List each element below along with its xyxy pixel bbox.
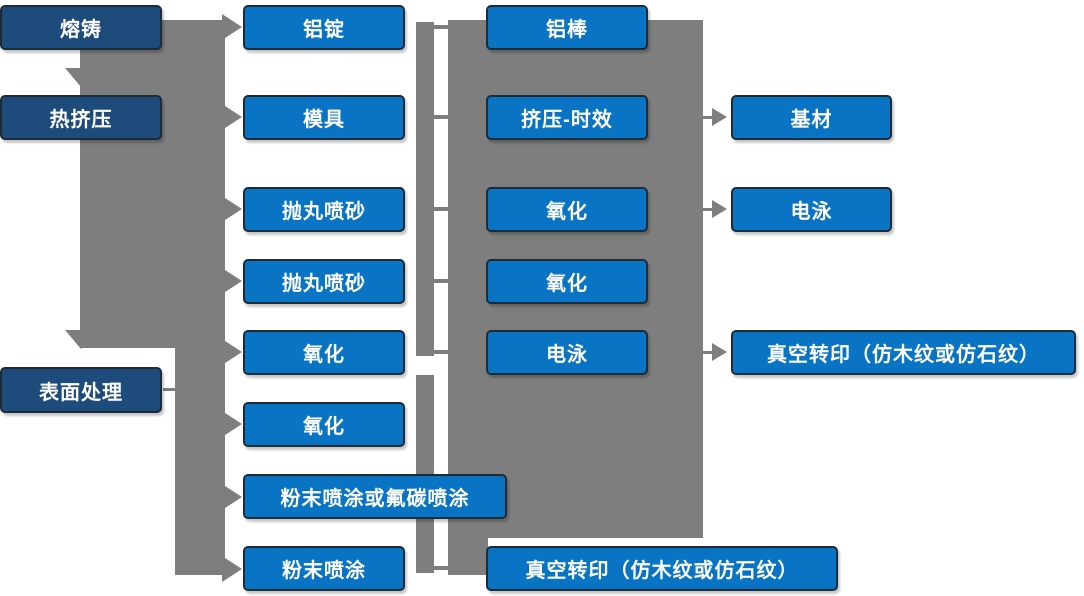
node-aluminum-ingot: 铝锭: [243, 5, 405, 50]
node-vacuum-transfer-print-1: 真空转印（仿木纹或仿石纹）: [486, 546, 838, 591]
tick-row5: [434, 350, 448, 354]
node-extrusion-aging: 挤压-时效: [486, 95, 648, 140]
node-oxidation-2: 氧化: [243, 402, 405, 447]
connector-band-left-lower: [175, 348, 225, 575]
arrow-down-icon-surface-treatment: [65, 330, 97, 349]
arrow-right-icon-powder-coating: [222, 556, 242, 582]
arrow-right-icon-aluminum-ingot: [222, 14, 242, 40]
node-surface-treatment: 表面处理: [0, 367, 162, 413]
node-mold: 模具: [243, 95, 405, 140]
node-powder-or-fluorocarbon-coating: 粉末喷涂或氟碳喷涂: [243, 474, 507, 519]
arrow-right-icon-shot-blasting-1: [222, 196, 242, 222]
node-melt-casting: 熔铸: [0, 5, 162, 50]
node-electrophoresis-2: 电泳: [731, 187, 892, 232]
arrow-stem-substrate: [700, 116, 714, 119]
tick-row3: [434, 207, 448, 211]
arrow-right-icon-shot-blasting-2: [222, 268, 242, 294]
node-oxidation-1: 氧化: [243, 330, 405, 375]
connector-bar-mid-upper: [416, 22, 434, 356]
arrow-right-icon-substrate: [712, 108, 727, 126]
arrow-right-icon-oxidation-1: [222, 339, 242, 365]
arrow-stem-electrophoresis: [700, 208, 714, 211]
tick-row1: [434, 25, 448, 29]
node-oxidation-3: 氧化: [486, 187, 648, 232]
arrow-right-icon-mold: [222, 104, 242, 130]
tick-row8: [434, 566, 448, 570]
arrow-down-icon-hot-extrusion: [65, 68, 97, 87]
arrow-right-icon-electrophoresis: [712, 200, 727, 218]
node-oxidation-4: 氧化: [486, 259, 648, 304]
arrow-stem-vacuum-transfer: [700, 351, 714, 354]
node-aluminum-rod: 铝棒: [486, 5, 648, 50]
connector-band-left-upper: [80, 20, 225, 348]
node-hot-extrusion: 热挤压: [0, 95, 162, 140]
tick-row4: [434, 279, 448, 283]
arrow-right-icon-powder-fluorocarbon: [222, 484, 242, 510]
node-substrate: 基材: [731, 95, 892, 140]
node-electrophoresis-1: 电泳: [486, 330, 648, 375]
arrow-right-icon-vacuum-transfer: [712, 343, 727, 361]
arrow-right-icon-oxidation-2: [222, 411, 242, 437]
node-vacuum-transfer-print-2: 真空转印（仿木纹或仿石纹）: [731, 330, 1076, 375]
node-shot-blasting-1: 抛丸喷砂: [243, 187, 405, 232]
tick-row2: [434, 115, 448, 119]
connector-block-center-tab: [448, 538, 488, 575]
node-shot-blasting-2: 抛丸喷砂: [243, 259, 405, 304]
node-powder-coating: 粉末喷涂: [243, 546, 405, 591]
connector-line-surface-treatment: [163, 388, 177, 391]
